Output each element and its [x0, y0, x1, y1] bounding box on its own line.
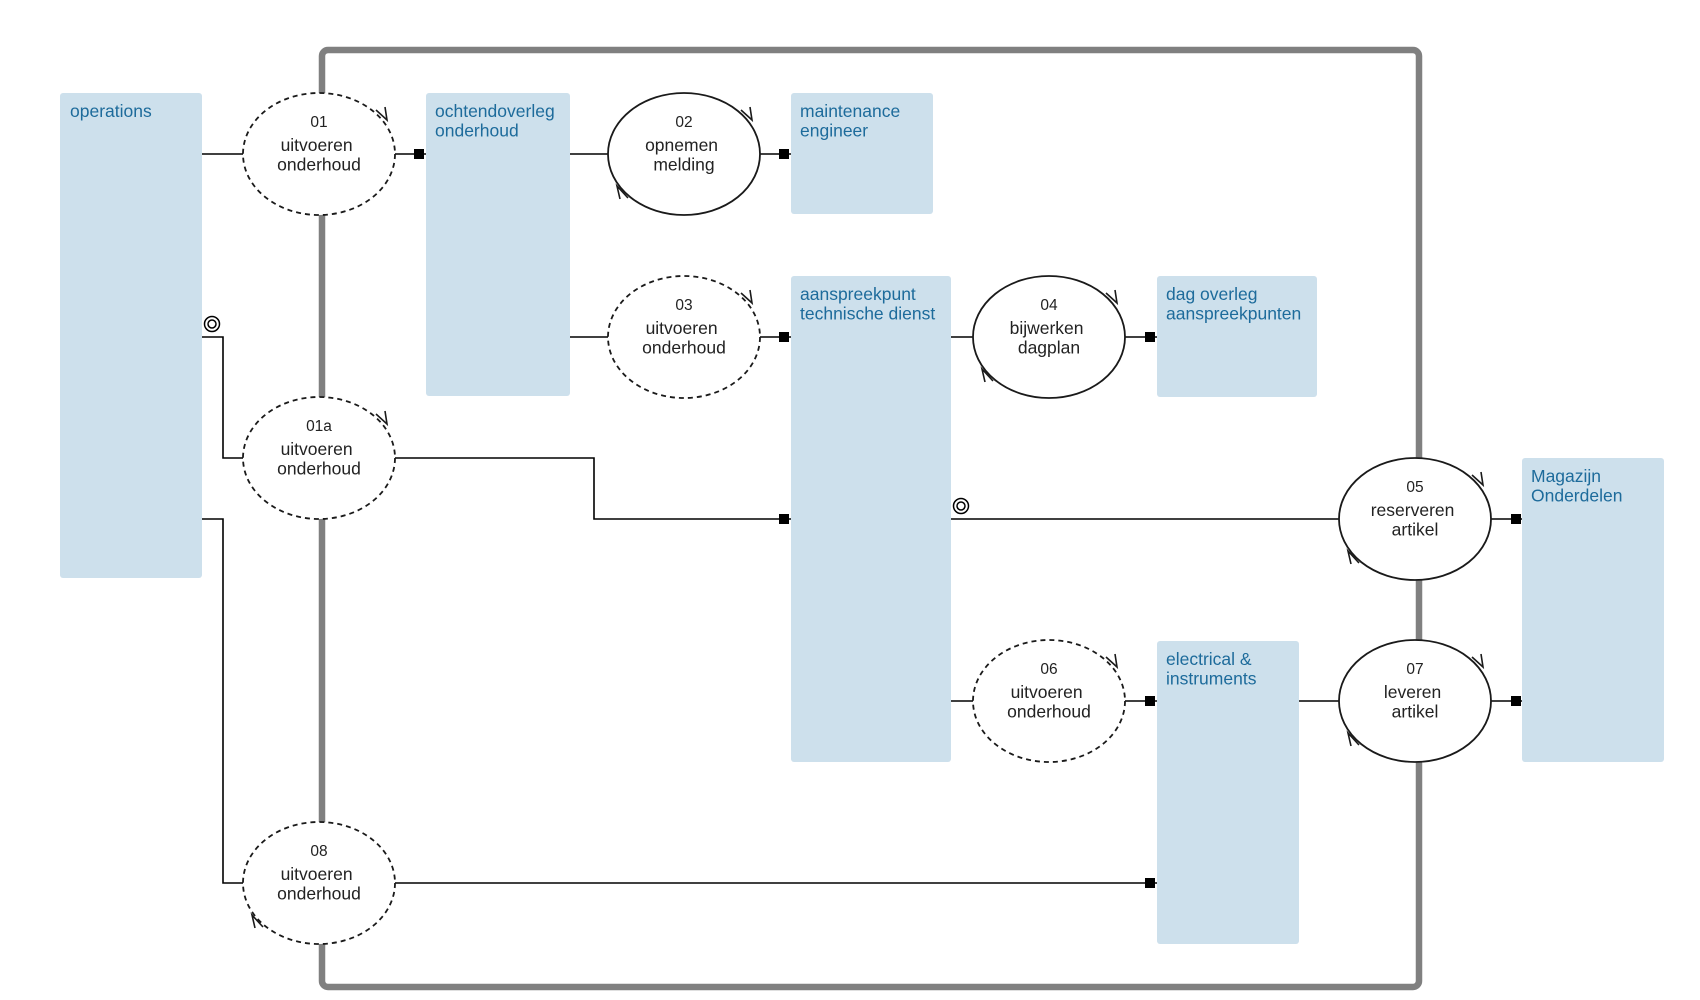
handle-square[interactable]: [1145, 878, 1155, 888]
role-ochtendoverleg-label: ochtendoverleg onderhoud: [435, 101, 560, 141]
arrow-icon: [740, 106, 754, 123]
arrow-icon: [615, 183, 629, 200]
role-maintenance-engineer[interactable]: maintenance engineer: [791, 93, 933, 214]
activity-07[interactable]: 07 leveren artikel: [1338, 639, 1492, 763]
handle-square[interactable]: [414, 149, 424, 159]
initiator-marker-operations: [203, 315, 221, 333]
role-magazijn-onderdelen[interactable]: Magazijn Onderdelen: [1522, 458, 1664, 762]
handle-square[interactable]: [779, 514, 789, 524]
role-dag-overleg-aanspreekpunten[interactable]: dag overleg aanspreekpunten: [1157, 276, 1317, 397]
role-magazijn-label: Magazijn Onderdelen: [1531, 466, 1622, 506]
activity-06-number: 06: [1040, 661, 1057, 678]
activity-05-label: reserveren artikel: [1371, 500, 1460, 540]
initiator-marker-aanspreekpunt: [952, 497, 970, 515]
activity-01a[interactable]: 01a uitvoeren onderhoud: [242, 396, 396, 520]
activity-02[interactable]: 02 opnemen melding: [607, 92, 761, 216]
arrow-icon: [1346, 548, 1360, 565]
activity-07-label: leveren artikel: [1384, 682, 1446, 722]
activity-01-number: 01: [310, 114, 327, 131]
arrow-icon: [740, 289, 754, 306]
activity-01[interactable]: 01 uitvoeren onderhoud: [242, 92, 396, 216]
arrow-icon: [375, 106, 389, 123]
handle-square[interactable]: [1511, 696, 1521, 706]
activity-04-label: bijwerken dagplan: [1010, 318, 1089, 358]
activity-03[interactable]: 03 uitvoeren onderhoud: [607, 275, 761, 399]
activity-01a-label: uitvoeren onderhoud: [277, 439, 361, 479]
role-aanspreekpunt-label: aanspreekpunt technische dienst: [800, 284, 935, 324]
activity-06[interactable]: 06 uitvoeren onderhoud: [972, 639, 1126, 763]
connection-handles: [414, 149, 1521, 888]
activity-02-number: 02: [675, 114, 692, 131]
handle-square[interactable]: [779, 332, 789, 342]
activity-06-label: uitvoeren onderhoud: [1007, 682, 1091, 722]
activity-07-number: 07: [1406, 661, 1423, 678]
connector-operations-08: [202, 518, 243, 884]
role-dagoverleg-label: dag overleg aanspreekpunten: [1166, 284, 1301, 324]
role-operations-label: operations: [70, 101, 152, 121]
activity-08-label: uitvoeren onderhoud: [277, 864, 361, 904]
role-ochtendoverleg-onderhoud[interactable]: ochtendoverleg onderhoud: [426, 93, 570, 396]
activity-04-number: 04: [1040, 297, 1058, 314]
activity-01-label: uitvoeren onderhoud: [277, 135, 361, 175]
role-operations[interactable]: operations: [60, 93, 202, 578]
handle-square[interactable]: [1511, 514, 1521, 524]
role-maintenance-label: maintenance engineer: [800, 101, 905, 141]
activity-08-number: 08: [310, 843, 327, 860]
activity-02-label: opnemen melding: [645, 135, 723, 175]
arrow-icon: [980, 366, 994, 383]
handle-square[interactable]: [779, 149, 789, 159]
connector-01a-aanspreekpunt: [395, 457, 791, 520]
arrow-icon: [1105, 653, 1119, 670]
arrow-icon: [1105, 289, 1119, 306]
handle-square[interactable]: [1145, 332, 1155, 342]
arrow-icon: [1346, 730, 1360, 747]
arrow-icon: [1471, 471, 1485, 488]
role-aanspreekpunt-technische-dienst[interactable]: aanspreekpunt technische dienst: [791, 276, 951, 762]
arrow-icon: [375, 410, 389, 427]
arrow-icon: [1471, 653, 1485, 670]
activity-03-number: 03: [675, 297, 692, 314]
activity-01a-number: 01a: [306, 418, 332, 435]
role-electrical-instruments[interactable]: electrical & instruments: [1157, 641, 1299, 944]
connector-operations-01a: [202, 336, 243, 459]
activity-08[interactable]: 08 uitvoeren onderhoud: [242, 821, 396, 945]
activity-03-label: uitvoeren onderhoud: [642, 318, 726, 358]
activity-04[interactable]: 04 bijwerken dagplan: [972, 275, 1126, 399]
handle-square[interactable]: [1145, 696, 1155, 706]
role-electrical-label: electrical & instruments: [1166, 649, 1257, 689]
activity-05-number: 05: [1406, 479, 1423, 496]
arrow-icon: [250, 912, 264, 929]
activity-05[interactable]: 05 reserveren artikel: [1338, 457, 1492, 581]
